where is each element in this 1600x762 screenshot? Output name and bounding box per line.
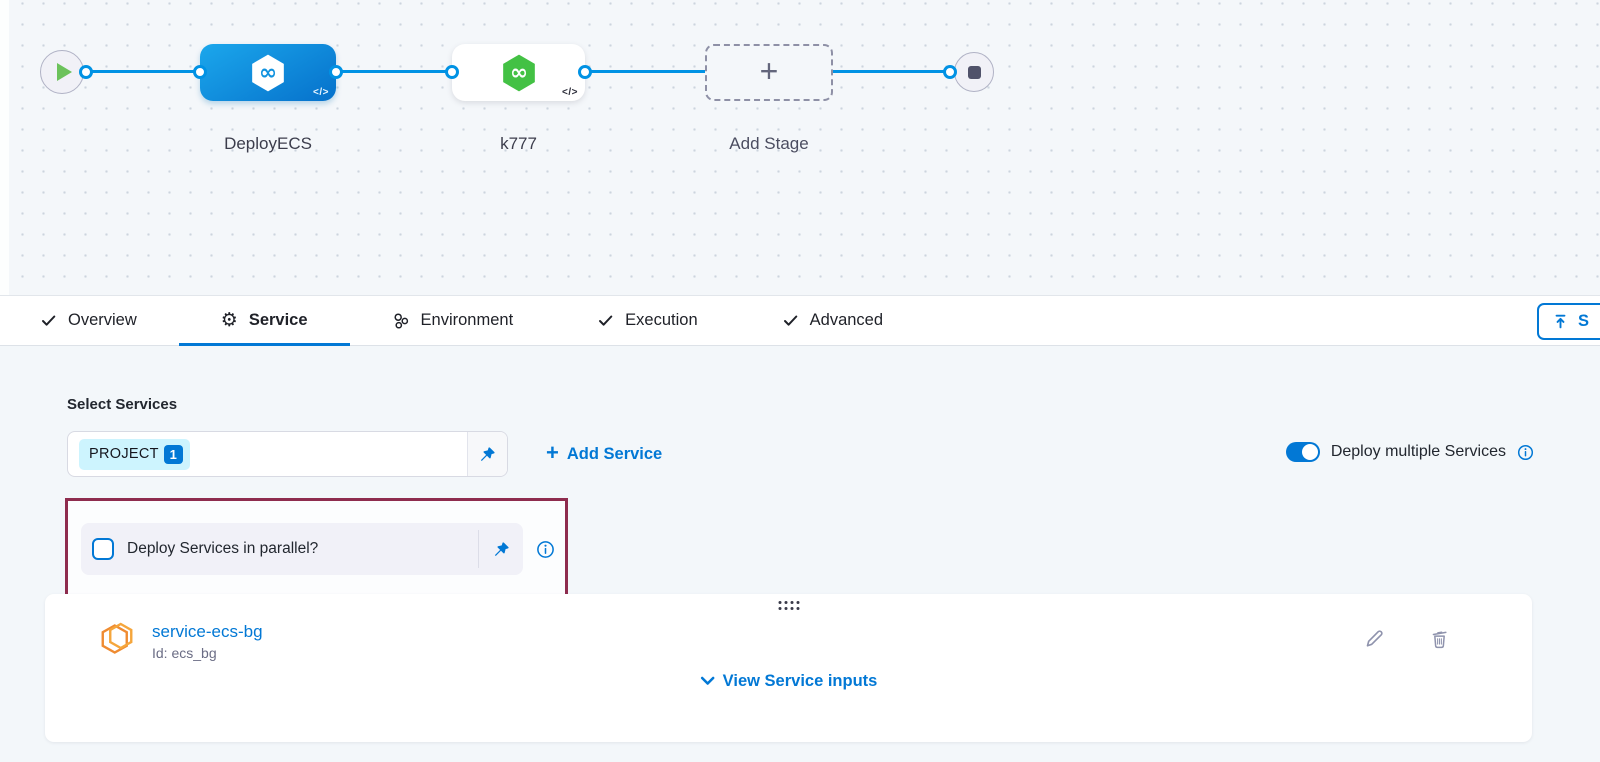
save-button[interactable]: S xyxy=(1537,303,1600,340)
pin-icon xyxy=(494,541,509,556)
tab-label: Service xyxy=(248,311,308,329)
check-icon xyxy=(597,313,614,328)
tab-execution[interactable]: Execution xyxy=(555,296,739,345)
selected-services-chips: PROJECT 1 xyxy=(68,438,467,470)
add-stage-label: Add Stage xyxy=(729,134,809,153)
check-icon xyxy=(782,313,799,328)
harness-cd-icon: ∞ xyxy=(502,54,535,91)
tab-label: Overview xyxy=(68,311,137,329)
plus-icon: + xyxy=(546,440,559,465)
deploy-parallel-label: Deploy Services in parallel? xyxy=(127,540,319,557)
service-row: service-ecs-bg Id: ecs_bg xyxy=(99,620,263,661)
save-button-label: S xyxy=(1578,312,1590,330)
stage-config-tab-bar: Overview ⚙ Service Environment Execution xyxy=(0,295,1600,346)
connector-dot xyxy=(329,65,343,79)
service-hexagon-icon xyxy=(101,622,133,654)
connector-line xyxy=(336,70,454,73)
highlight-annotation-box: Deploy Services in parallel? xyxy=(65,498,568,600)
add-service-button[interactable]: + Add Service xyxy=(546,440,663,465)
project-chip[interactable]: PROJECT 1 xyxy=(79,438,190,470)
pipeline-canvas: ∞ </> DeployECS ∞ </> k777 + Add Stage xyxy=(0,0,1600,295)
pin-input-type-button[interactable] xyxy=(467,432,507,476)
stage-label-deployecs: DeployECS xyxy=(224,134,312,153)
service-id-text: Id: ecs_bg xyxy=(152,645,217,661)
service-card: service-ecs-bg Id: ecs_bg xyxy=(45,594,1532,742)
tab-overview[interactable]: Overview xyxy=(0,296,179,345)
services-multiselect-input[interactable]: PROJECT 1 xyxy=(67,431,508,477)
tab-label: Execution xyxy=(625,311,698,329)
environment-icon xyxy=(392,312,410,330)
connector-dot xyxy=(79,65,93,79)
connector-dot xyxy=(578,65,592,79)
stage-node-k777[interactable]: ∞ </> xyxy=(452,44,585,101)
view-service-inputs-label: View Service inputs xyxy=(722,672,878,690)
project-chip-label: PROJECT xyxy=(89,446,159,462)
pipeline-end-node xyxy=(954,52,994,92)
pin-icon xyxy=(480,446,495,461)
stop-icon xyxy=(967,65,981,79)
canvas-left-gutter xyxy=(0,0,9,295)
yaml-code-badge: </> xyxy=(313,87,329,98)
deploy-multiple-services-toggle[interactable] xyxy=(1285,442,1320,462)
yaml-code-badge: </> xyxy=(562,87,578,98)
delete-service-button[interactable] xyxy=(1429,628,1450,649)
service-texts: service-ecs-bg Id: ecs_bg xyxy=(152,620,263,661)
tab-label: Environment xyxy=(420,311,514,329)
project-chip-count-badge: 1 xyxy=(163,444,183,464)
stage-label-k777: k777 xyxy=(500,134,537,153)
tab-service[interactable]: ⚙ Service xyxy=(178,296,350,346)
service-name-link[interactable]: service-ecs-bg xyxy=(152,622,263,641)
service-card-actions xyxy=(1364,628,1450,649)
tab-label: Advanced xyxy=(809,311,884,329)
add-stage-button[interactable]: + xyxy=(705,44,833,101)
svg-text:∞: ∞ xyxy=(509,60,527,85)
check-icon xyxy=(40,313,57,328)
deploy-parallel-field[interactable]: Deploy Services in parallel? xyxy=(81,523,523,575)
view-service-inputs-expander[interactable]: View Service inputs xyxy=(700,672,878,691)
select-services-row: PROJECT 1 + Add Service xyxy=(67,431,662,477)
info-icon[interactable] xyxy=(536,540,555,559)
deploy-parallel-checkbox[interactable] xyxy=(92,538,114,560)
connector-dot xyxy=(193,65,207,79)
connector-dot xyxy=(445,65,459,79)
harness-cd-icon: ∞ xyxy=(252,54,284,91)
toggle-knob xyxy=(1301,444,1318,460)
service-tab-panel: Select Services PROJECT 1 + Add Service xyxy=(0,346,1600,762)
tab-environment[interactable]: Environment xyxy=(350,296,556,345)
plus-icon: + xyxy=(759,52,779,89)
edit-service-button[interactable] xyxy=(1364,628,1385,649)
connector-dot xyxy=(943,65,957,79)
pin-input-type-button[interactable] xyxy=(479,541,523,558)
select-services-label: Select Services xyxy=(67,396,178,413)
add-service-label: Add Service xyxy=(566,444,663,463)
drag-handle-icon[interactable] xyxy=(778,601,799,610)
gear-icon: ⚙ xyxy=(220,310,238,331)
pipeline-start-node xyxy=(40,50,84,94)
play-icon xyxy=(56,63,72,81)
chevron-down-icon xyxy=(700,676,714,685)
stage-node-deployecs[interactable]: ∞ </> xyxy=(200,44,336,101)
info-icon[interactable] xyxy=(1517,444,1534,461)
field-separator xyxy=(478,530,479,568)
connector-line xyxy=(86,70,202,73)
deploy-multiple-services-label: Deploy multiple Services xyxy=(1330,443,1506,460)
upload-icon xyxy=(1552,313,1569,330)
tab-advanced[interactable]: Advanced xyxy=(740,296,925,345)
deploy-multiple-services-group: Deploy multiple Services xyxy=(1285,442,1534,462)
svg-text:∞: ∞ xyxy=(259,60,277,85)
